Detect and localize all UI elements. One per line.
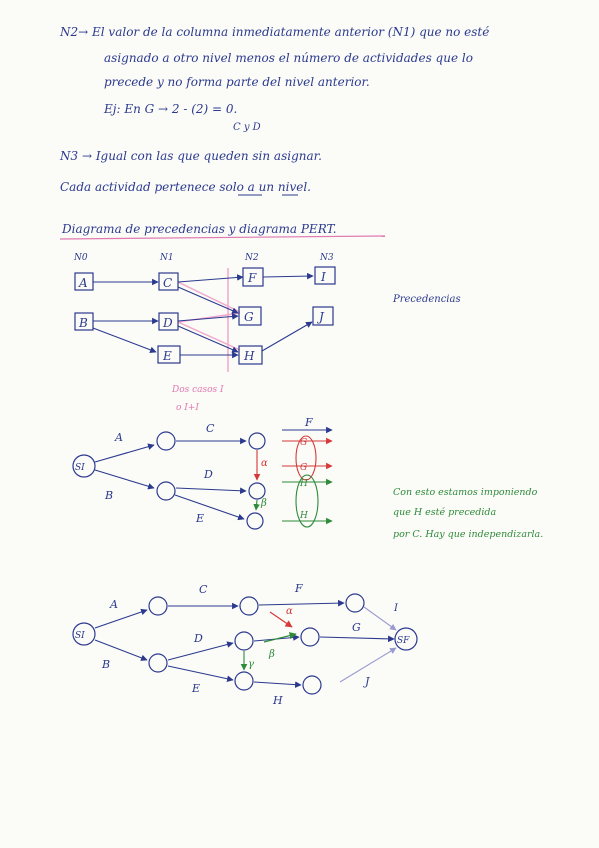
svg-text:G: G	[244, 310, 254, 324]
svg-text:A: A	[78, 276, 88, 290]
pert2-label-beta: β	[268, 649, 275, 660]
node-d: D	[158, 312, 179, 331]
pert2-node-4	[234, 631, 254, 651]
node-c: C	[158, 272, 179, 291]
pert1-label-d: D	[203, 468, 213, 481]
pert1-label-h2: H	[299, 511, 308, 521]
pert2-end-node	[394, 627, 418, 651]
pert1-label-f: F	[304, 416, 313, 429]
pert2-label-alpha: α	[286, 606, 293, 617]
pink-note-1: Dos casos I	[171, 385, 224, 395]
svg-text:C: C	[163, 276, 172, 290]
pert1-node-2	[156, 481, 176, 501]
pert2-label-c: C	[199, 583, 208, 596]
green-note-2: que H esté precedida	[393, 507, 496, 518]
pert1-node-1	[156, 431, 176, 451]
pert2-label-gamma: γ	[248, 659, 254, 670]
section-title-underline	[59, 235, 386, 240]
pert1-label-b: B	[104, 489, 113, 502]
node-i: I	[314, 266, 336, 285]
note-example-sub: C y D	[233, 122, 261, 133]
note-n2-line2: asignado a otro nivel menos el número de…	[104, 51, 473, 65]
pert1-label-c: C	[206, 422, 215, 435]
precedence-arrows	[92, 272, 314, 359]
pert-diagram-1: SI A B C D E F G G H H α	[72, 416, 333, 530]
pert2-label-d: D	[193, 632, 203, 645]
node-h: H	[238, 345, 263, 365]
pert-diagram-2: SI SF A B C D E F G H I J α β γ	[72, 582, 418, 707]
precedence-diagram: N0 N1 N2 N3 A	[73, 253, 461, 413]
pink-note-2: o I+I	[176, 403, 199, 413]
pert2-start-node	[72, 622, 96, 646]
pert2-label-g: G	[352, 621, 361, 634]
level-label-n3: N3	[319, 253, 334, 263]
pert2-node-1	[148, 596, 168, 616]
pert2-label-a: A	[109, 598, 118, 611]
pert1-start-label: SI	[75, 463, 85, 473]
pert1-node-5	[246, 512, 264, 530]
green-note-1: Con esto estamos imponiendo	[393, 487, 538, 498]
node-g: G	[238, 306, 262, 326]
pert1-label-beta: β	[260, 498, 267, 509]
svg-text:E: E	[162, 349, 172, 363]
pert1-label-g2: G	[300, 463, 307, 473]
pert2-end-label: SF	[397, 636, 410, 646]
level-label-n2: N2	[244, 253, 259, 263]
green-note-3: por C. Hay que independizarla.	[393, 529, 543, 540]
pert1-label-h1: H	[299, 479, 308, 489]
note-n3: N3 → Igual con las que queden sin asigna…	[59, 149, 322, 163]
node-f: F	[242, 267, 264, 287]
svg-text:J: J	[316, 310, 325, 324]
svg-text:B: B	[78, 316, 88, 330]
pert2-node-5	[234, 671, 254, 691]
pert1-label-a: A	[114, 431, 123, 444]
pert2-node-8	[302, 675, 322, 695]
pert2-node-3	[239, 596, 259, 616]
pert1-node-3	[248, 432, 266, 450]
note-rule: Cada actividad pertenece solo a un nivel…	[60, 180, 311, 194]
pert2-node-7	[300, 627, 320, 647]
pert1-label-g1: G	[300, 438, 307, 448]
pert2-label-e: E	[191, 682, 200, 695]
pert2-node-2	[148, 653, 168, 673]
green-note: Con esto estamos imponiendo que H esté p…	[393, 487, 543, 540]
node-b: B	[74, 312, 94, 331]
pert2-label-i: I	[393, 603, 399, 614]
level-label-n0: N0	[73, 253, 88, 263]
node-a: A	[74, 272, 94, 291]
svg-text:I: I	[320, 270, 326, 284]
node-e: E	[157, 345, 181, 364]
pert2-label-f: F	[294, 582, 303, 595]
note-example: Ej: En G → 2 - (2) = 0.	[103, 102, 237, 116]
pert1-label-alpha: α	[261, 458, 268, 469]
notes-block: N2→ El valor de la columna inmediatament…	[59, 25, 489, 240]
pert1-label-e: E	[195, 512, 204, 525]
pert2-label-h: H	[272, 694, 283, 707]
level-label-n1: N1	[159, 253, 174, 263]
svg-text:D: D	[162, 316, 173, 330]
pert2-node-6	[345, 593, 365, 613]
svg-text:H: H	[243, 349, 255, 363]
precedencias-label: Precedencias	[392, 294, 461, 305]
node-j: J	[312, 306, 334, 326]
svg-text:F: F	[247, 271, 257, 285]
note-n2-line1: N2→ El valor de la columna inmediatament…	[59, 25, 489, 39]
pert2-label-b: B	[101, 658, 110, 671]
pert1-node-4	[248, 482, 266, 500]
section-title: Diagrama de precedencias y diagrama PERT…	[61, 222, 337, 236]
note-n2-line3: precede y no forma parte del nivel anter…	[104, 75, 370, 89]
pert1-start-node	[72, 454, 96, 478]
pert2-start-label: SI	[75, 631, 85, 641]
pert2-label-j: J	[363, 675, 370, 688]
